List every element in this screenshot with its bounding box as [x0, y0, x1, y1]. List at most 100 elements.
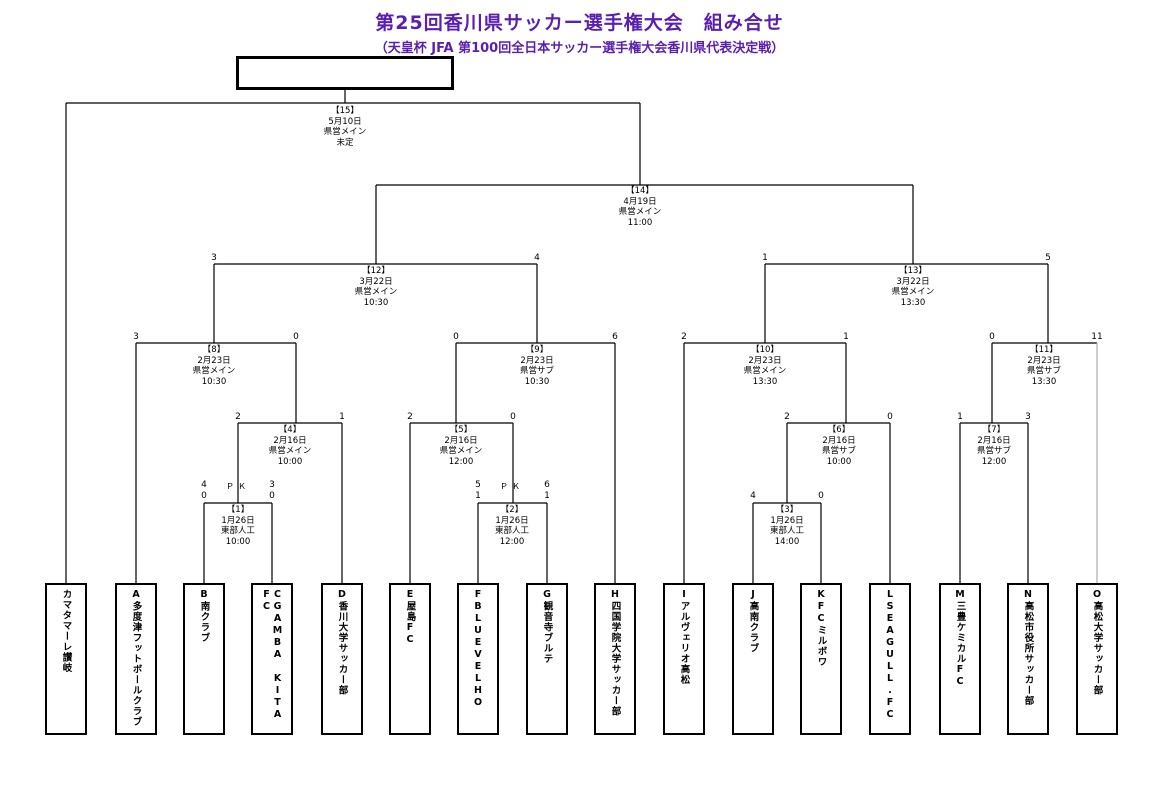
team-box: J高南クラブ	[732, 583, 774, 735]
team-box: D香川大学サッカー部	[321, 583, 363, 735]
score-10-left: 2	[681, 332, 687, 342]
match-1-info: 【1】 1月26日 東部人工 10:00	[198, 505, 278, 547]
pk-label: ＰＫ	[500, 482, 524, 491]
match-date: 2月16日	[273, 435, 307, 446]
team-name: A多度津フットボールクラブ	[130, 589, 142, 727]
score-11-left: 0	[989, 332, 995, 342]
match-number: 【14】	[626, 186, 654, 196]
team-box: N高松市役所サッカー部	[1007, 583, 1049, 735]
match-date: 1月26日	[770, 515, 804, 526]
match-date: 3月22日	[896, 276, 930, 287]
match-time: 11:00	[627, 217, 653, 228]
team-name: N高松市役所サッカー部	[1022, 589, 1034, 706]
match-5-info: 【5】 2月16日 県営メイン 12:00	[421, 425, 501, 467]
team-box: G観音寺ブルテ	[526, 583, 568, 735]
score-7-right: 3	[1025, 412, 1031, 422]
score-6-right: 0	[887, 412, 893, 422]
match-8-info: 【8】 2月23日 県営メイン 10:30	[174, 345, 254, 387]
match-time: 13:30	[752, 376, 778, 387]
match-number: 【3】	[775, 505, 799, 515]
team-box: B南クラブ	[183, 583, 225, 735]
team-name: FBLUEVELHO	[472, 589, 484, 709]
match-10-info: 【10】 2月23日 県営メイン 13:30	[725, 345, 805, 387]
team-box: カマタマーレ讃岐	[45, 583, 87, 735]
pk-2-left: 5	[475, 480, 481, 490]
match-venue: 東部人工	[494, 526, 529, 536]
match-venue: 県営メイン	[743, 366, 787, 376]
match-venue: 県営メイン	[192, 366, 236, 376]
team-box: E屋島FC	[389, 583, 431, 735]
score-6-left: 2	[784, 412, 790, 422]
team-name: J高南クラブ	[747, 589, 759, 654]
match-time: 10:30	[201, 376, 227, 387]
match-time: 12:00	[981, 456, 1007, 467]
match-date: 5月10日	[328, 116, 362, 127]
match-venue: 県営メイン	[891, 287, 935, 297]
match-date: 1月26日	[221, 515, 255, 526]
match-date: 1月26日	[495, 515, 529, 526]
team-name: Iアルヴェリオ高松	[678, 589, 690, 685]
score-13-left: 1	[762, 253, 768, 263]
match-12-info: 【12】 3月22日 県営メイン 10:30	[336, 266, 416, 308]
match-date: 4月19日	[623, 196, 657, 207]
match-date: 3月22日	[359, 276, 393, 287]
team-box: A多度津フットボールクラブ	[115, 583, 157, 735]
team-box: Iアルヴェリオ高松	[663, 583, 705, 735]
score-8-right: 0	[293, 332, 299, 342]
match-date: 2月23日	[197, 355, 231, 366]
match-number: 【12】	[362, 266, 390, 276]
match-venue: 県営サブ	[821, 446, 856, 456]
match-number: 【8】	[202, 345, 226, 355]
score-5-right: 0	[510, 412, 516, 422]
score-4-right: 1	[339, 412, 345, 422]
match-number: 【6】	[827, 425, 851, 435]
score-2-right: 1	[544, 491, 550, 501]
match-time: 13:30	[1031, 376, 1057, 387]
team-box: O高松大学サッカー部	[1076, 583, 1118, 735]
team-name: CGAMBA KITA FC	[261, 589, 283, 721]
match-9-info: 【9】 2月23日 県営サブ 10:30	[497, 345, 577, 387]
match-14-info: 【14】 4月19日 県営メイン 11:00	[600, 186, 680, 228]
match-venue: 東部人工	[220, 526, 255, 536]
match-date: 2月16日	[444, 435, 478, 446]
match-13-info: 【13】 3月22日 県営メイン 13:30	[873, 266, 953, 308]
team-name: O高松大学サッカー部	[1091, 589, 1103, 696]
match-number: 【2】	[500, 505, 524, 515]
match-time: 13:30	[900, 297, 926, 308]
match-date: 2月23日	[1027, 355, 1061, 366]
team-name: B南クラブ	[198, 589, 210, 643]
match-2-info: 【2】 1月26日 東部人工 12:00	[472, 505, 552, 547]
score-10-right: 1	[843, 332, 849, 342]
match-number: 【1】	[226, 505, 250, 515]
score-3-left: 4	[750, 491, 756, 501]
match-venue: 東部人工	[769, 526, 804, 536]
score-9-right: 6	[612, 332, 618, 342]
match-number: 【10】	[751, 345, 779, 355]
match-date: 2月16日	[822, 435, 856, 446]
team-name: G観音寺ブルテ	[541, 589, 553, 664]
score-5-left: 2	[407, 412, 413, 422]
match-time: 10:00	[277, 456, 303, 467]
match-3-info: 【3】 1月26日 東部人工 14:00	[747, 505, 827, 547]
team-name: LSEAGULL.FC	[884, 589, 896, 721]
match-date: 2月23日	[520, 355, 554, 366]
match-date: 2月16日	[977, 435, 1011, 446]
pk-1-right: 3	[269, 480, 275, 490]
match-number: 【15】	[331, 106, 359, 116]
match-venue: 県営メイン	[439, 446, 483, 456]
team-box: H四国学院大学サッカー部	[594, 583, 636, 735]
team-name: KFCミルボワ	[815, 589, 827, 667]
score-4-left: 2	[235, 412, 241, 422]
match-date: 2月23日	[748, 355, 782, 366]
match-time: 10:00	[826, 456, 852, 467]
match-4-info: 【4】 2月16日 県営メイン 10:00	[250, 425, 330, 467]
match-time: 14:00	[774, 536, 800, 547]
match-time: 12:00	[499, 536, 525, 547]
match-11-info: 【11】 2月23日 県営サブ 13:30	[1004, 345, 1084, 387]
match-venue: 県営メイン	[354, 287, 398, 297]
match-venue: 県営メイン	[323, 127, 367, 137]
pk-2-right: 6	[544, 480, 550, 490]
team-name: H四国学院大学サッカー部	[609, 589, 621, 717]
score-11-right: 11	[1091, 332, 1103, 342]
match-time: 10:30	[524, 376, 550, 387]
